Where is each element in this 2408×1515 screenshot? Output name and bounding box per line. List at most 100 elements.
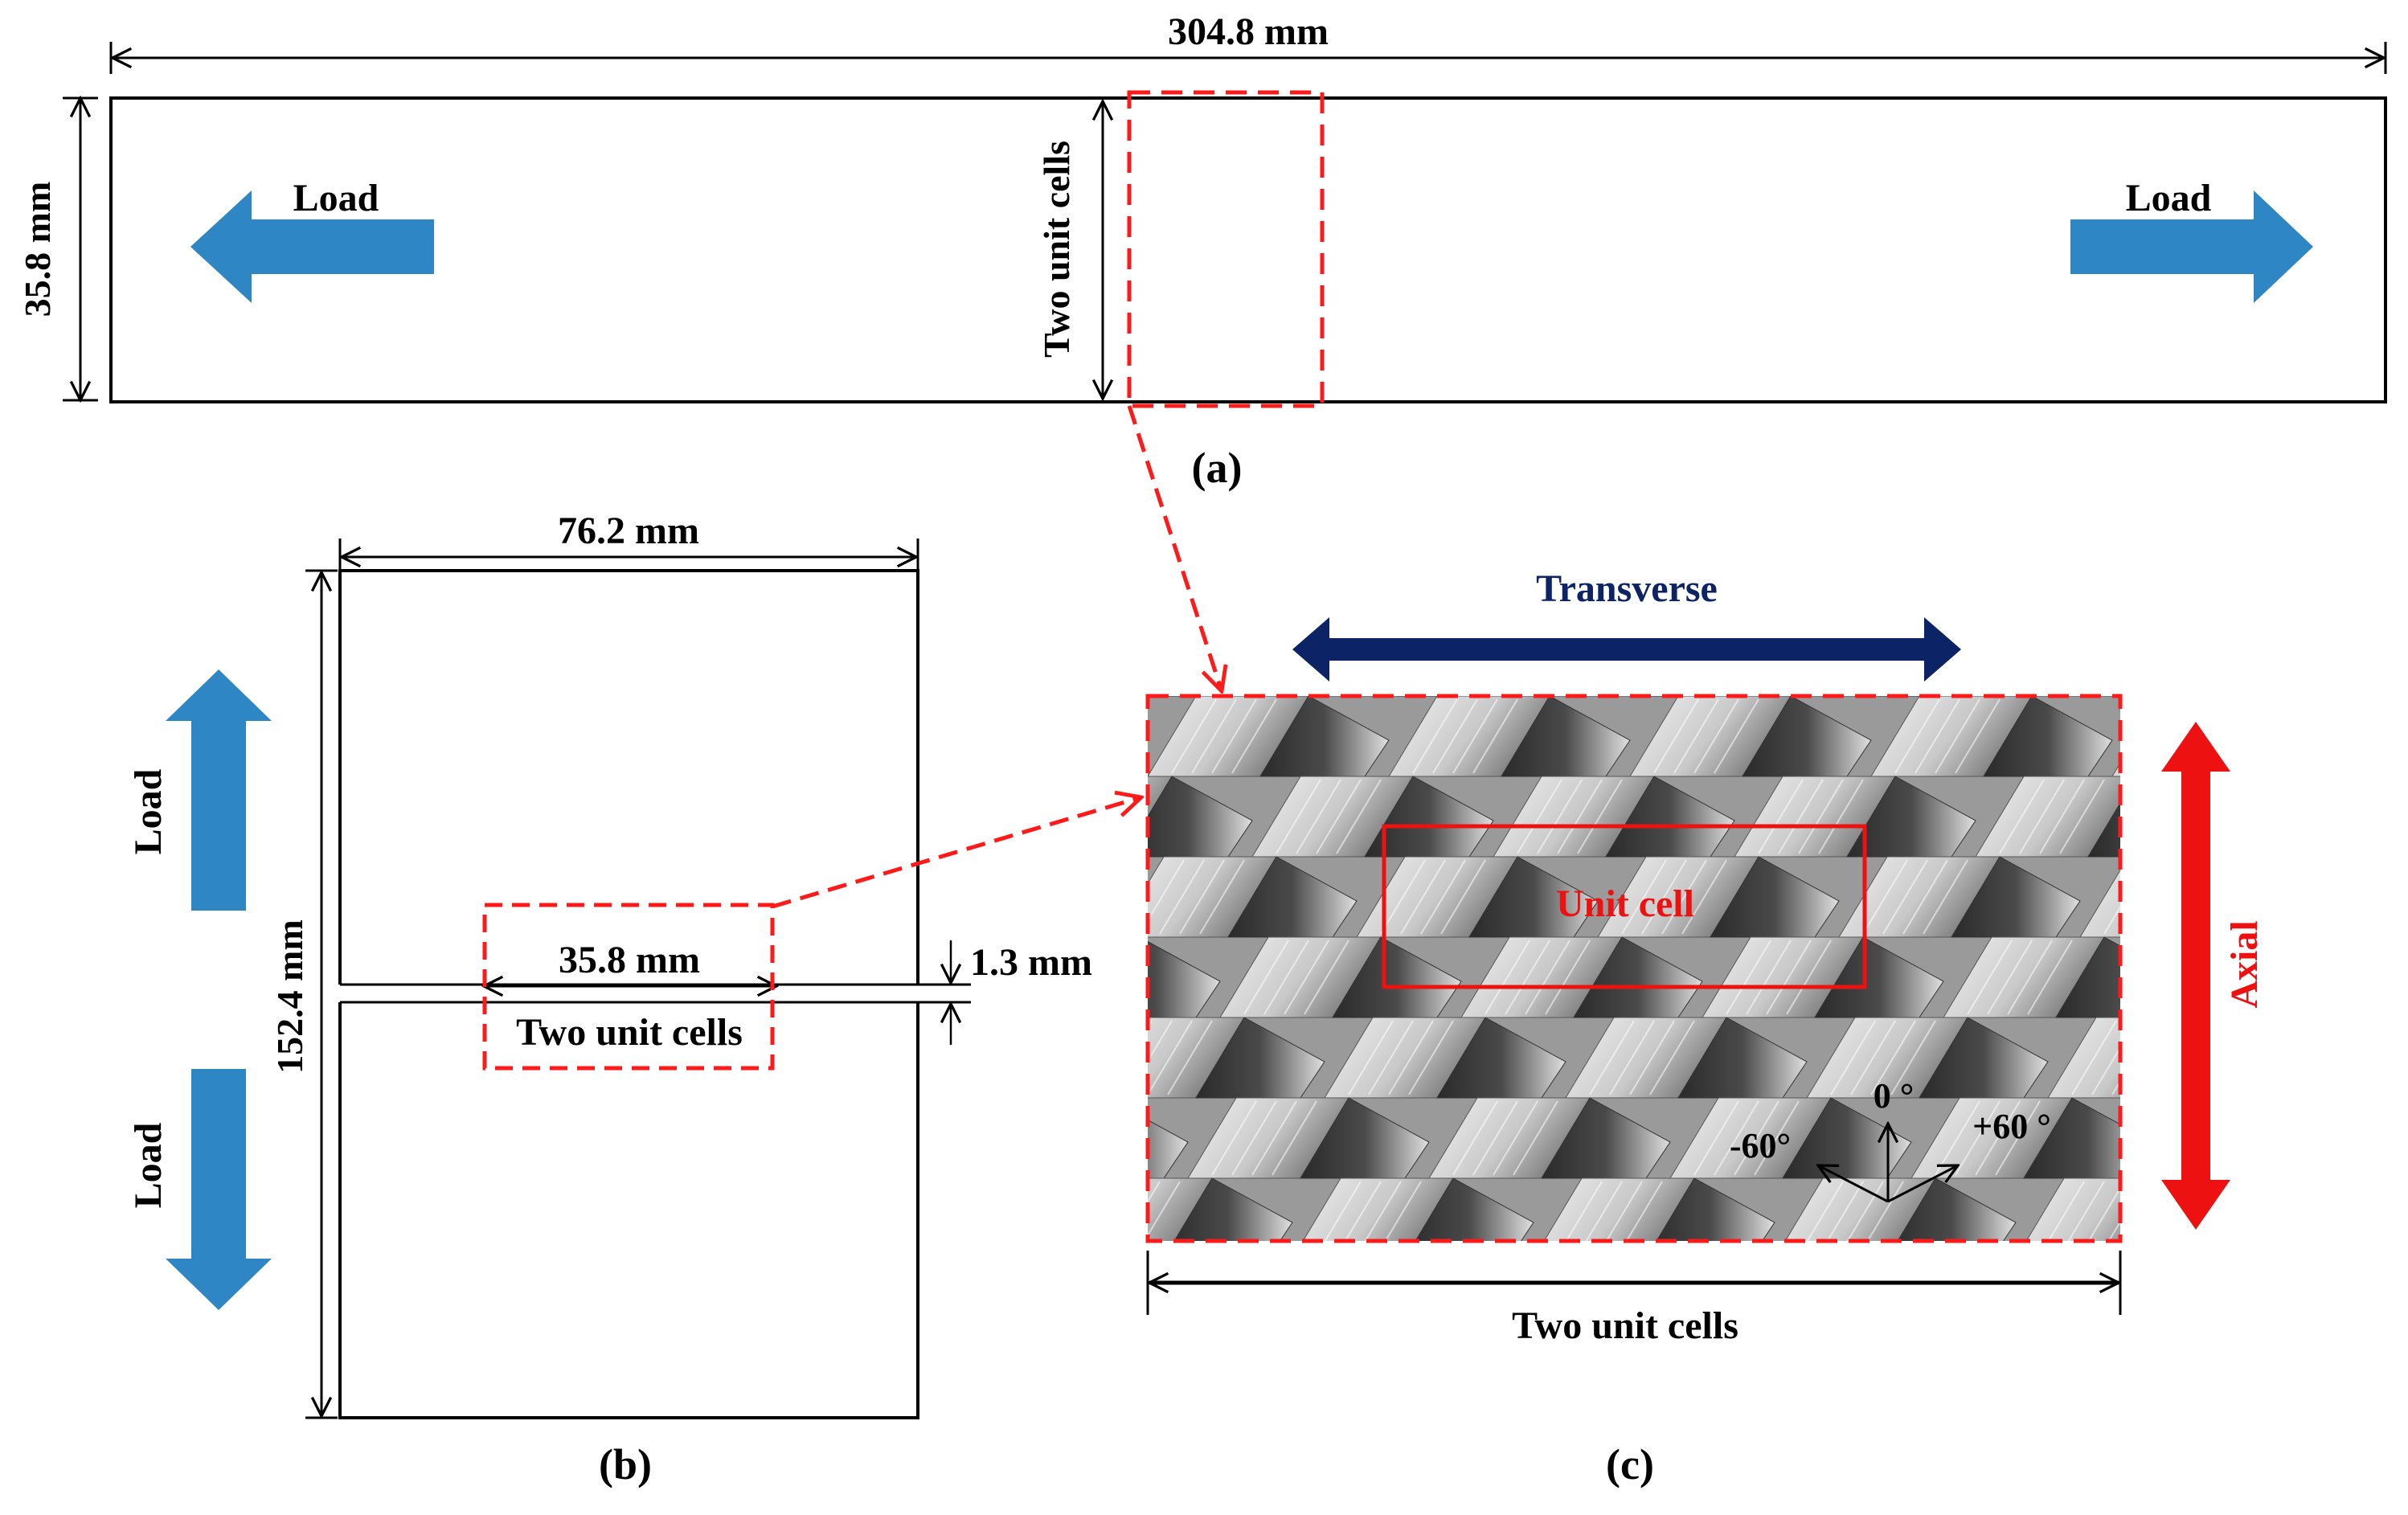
- weave-strand-light: [1984, 1339, 2144, 1419]
- weave-strand-light: [2225, 1339, 2385, 1419]
- weave-strand-dark: [2297, 937, 2408, 1018]
- weave-fiber-line: [1304, 1342, 1349, 1416]
- weave-fiber-line: [1673, 698, 1719, 774]
- weave-fiber-line: [2353, 1021, 2398, 1095]
- weave-strand-dark: [2402, 1018, 2408, 1098]
- weave-fiber-line: [2293, 619, 2337, 693]
- weave-fiber-line: [2281, 1181, 2325, 1255]
- weave-strand-dark: [1173, 1177, 1293, 1241]
- weave-strand-dark: [1148, 1119, 1189, 1179]
- weave-fiber-line: [1452, 698, 1498, 774]
- weave-strand-dark: [2055, 936, 2120, 1018]
- weave-fiber-line: [1525, 940, 1571, 1015]
- weave-fiber-line: [2217, 1101, 2261, 1175]
- weave-fiber-line: [1830, 1020, 1876, 1095]
- weave-fiber-line: [1011, 1101, 1055, 1175]
- weave-fiber-line: [1862, 859, 1908, 935]
- weave-strand-light: [2361, 1259, 2408, 1339]
- weave-fiber-line: [1806, 1181, 1844, 1241]
- weave-fiber-line: [1767, 1342, 1811, 1416]
- weave-fiber-line: [2027, 940, 2073, 1015]
- weave-strand-light: [947, 1098, 1108, 1178]
- axial-arrow: [2161, 722, 2230, 1230]
- weave-fiber-line: [1368, 1020, 1414, 1095]
- weave-strand-dark: [1027, 1259, 1156, 1339]
- weave-fiber-line: [1063, 1342, 1108, 1416]
- weave-fiber-line: [1251, 1100, 1297, 1176]
- weave-strand-dark: [2119, 696, 2120, 697]
- weave-fiber-line: [1995, 1100, 2041, 1176]
- weave-fiber-line: [2269, 940, 2313, 1014]
- weave-strand-dark: [2329, 776, 2408, 857]
- weave-fiber-line: [1031, 1101, 1075, 1175]
- weave-fiber-line: [1653, 698, 1699, 774]
- weave-fiber-line: [1577, 779, 1623, 854]
- weave-fiber-line: [1975, 1100, 2021, 1176]
- weave-fiber-line: [959, 1262, 1003, 1336]
- angle-zero-label: 0 °: [1874, 1076, 1915, 1116]
- weave-fiber-line: [1935, 698, 1980, 774]
- weave-fiber-line: [1826, 1181, 1864, 1241]
- weave-fiber-line: [1766, 940, 1812, 1015]
- weave-fiber-line: [1472, 1100, 1518, 1176]
- weave-fiber-line: [1272, 1100, 1317, 1176]
- weave-fiber-line: [1827, 1342, 1871, 1416]
- weave-fiber-line: [1693, 698, 1739, 774]
- panel-c: Transverse Unit cell 0 ° -60° +60 ° Axia…: [927, 567, 2408, 1488]
- weave-fiber-line: [1714, 698, 1759, 774]
- weave-strand-light: [1879, 1259, 2040, 1339]
- weave-strand-dark: [1132, 1339, 1260, 1419]
- length-label: 304.8 mm: [1168, 10, 1329, 53]
- weave-strand-dark: [1614, 1339, 1743, 1419]
- weave-fiber-line: [2132, 1021, 2177, 1095]
- weave-fiber-line: [2398, 699, 2408, 773]
- weave-fiber-line: [931, 699, 975, 773]
- weave-strand-dark: [2265, 1098, 2394, 1178]
- weave-fiber-line: [2289, 1342, 2333, 1416]
- weave-fiber-line: [927, 1021, 971, 1095]
- weave-fiber-line: [1191, 698, 1237, 774]
- weave-fiber-line: [1167, 1020, 1213, 1095]
- weave-fiber-line: [1083, 1342, 1128, 1416]
- height-label: 152.4 mm: [269, 919, 310, 1074]
- weave-fiber-line: [1276, 779, 1321, 854]
- region-label: Two unit cells: [1036, 141, 1077, 358]
- weave-fiber-line: [2249, 1342, 2293, 1416]
- weave-strand-light: [1260, 1339, 1421, 1419]
- weave-fiber-line: [1902, 859, 1948, 935]
- weave-fiber-line: [1148, 1181, 1161, 1204]
- weave-fiber-line: [1629, 1020, 1675, 1095]
- width-label: 76.2 mm: [558, 510, 699, 552]
- weave-strand-dark: [987, 857, 1116, 937]
- weave-fiber-line: [2008, 1342, 2052, 1416]
- weave-fiber-line: [1104, 1342, 1148, 1416]
- weave-fiber-line: [2068, 1342, 2112, 1416]
- weave-strand-dark: [2096, 1339, 2225, 1419]
- weave-fiber-line: [1746, 940, 1792, 1015]
- load-left-arrow: [190, 190, 434, 303]
- weave-fiber-line: [2345, 860, 2390, 934]
- weave-fiber-line: [1231, 698, 1277, 774]
- weave-fiber-line: [1472, 698, 1518, 774]
- weave-fiber-line: [2321, 1181, 2365, 1255]
- weave-fiber-line: [1304, 940, 1349, 1015]
- weave-fiber-line: [991, 1101, 1035, 1175]
- weave-fiber-line: [2261, 780, 2305, 854]
- weave-fiber-line: [2313, 619, 2357, 693]
- weave-fiber-line: [1565, 1181, 1603, 1241]
- weave-fiber-line: [1108, 619, 1152, 693]
- weave-strand-light: [2217, 776, 2377, 857]
- weave-fiber-line: [2185, 1262, 2229, 1336]
- weave-fiber-line: [1726, 940, 1771, 1015]
- weave-fiber-line: [1324, 1181, 1362, 1241]
- weave-fiber-line: [1807, 1342, 1851, 1416]
- weave-strand-dark: [2225, 696, 2353, 776]
- weave-strand-light: [2289, 1018, 2408, 1098]
- crack-length-label: 35.8 mm: [559, 939, 700, 981]
- weave-strand-light: [1743, 1339, 1903, 1419]
- weave-fiber-line: [1412, 698, 1458, 774]
- load-left-label: Load: [293, 177, 379, 219]
- weave-fiber-line: [1296, 779, 1341, 854]
- weave-fiber-line: [1621, 859, 1667, 935]
